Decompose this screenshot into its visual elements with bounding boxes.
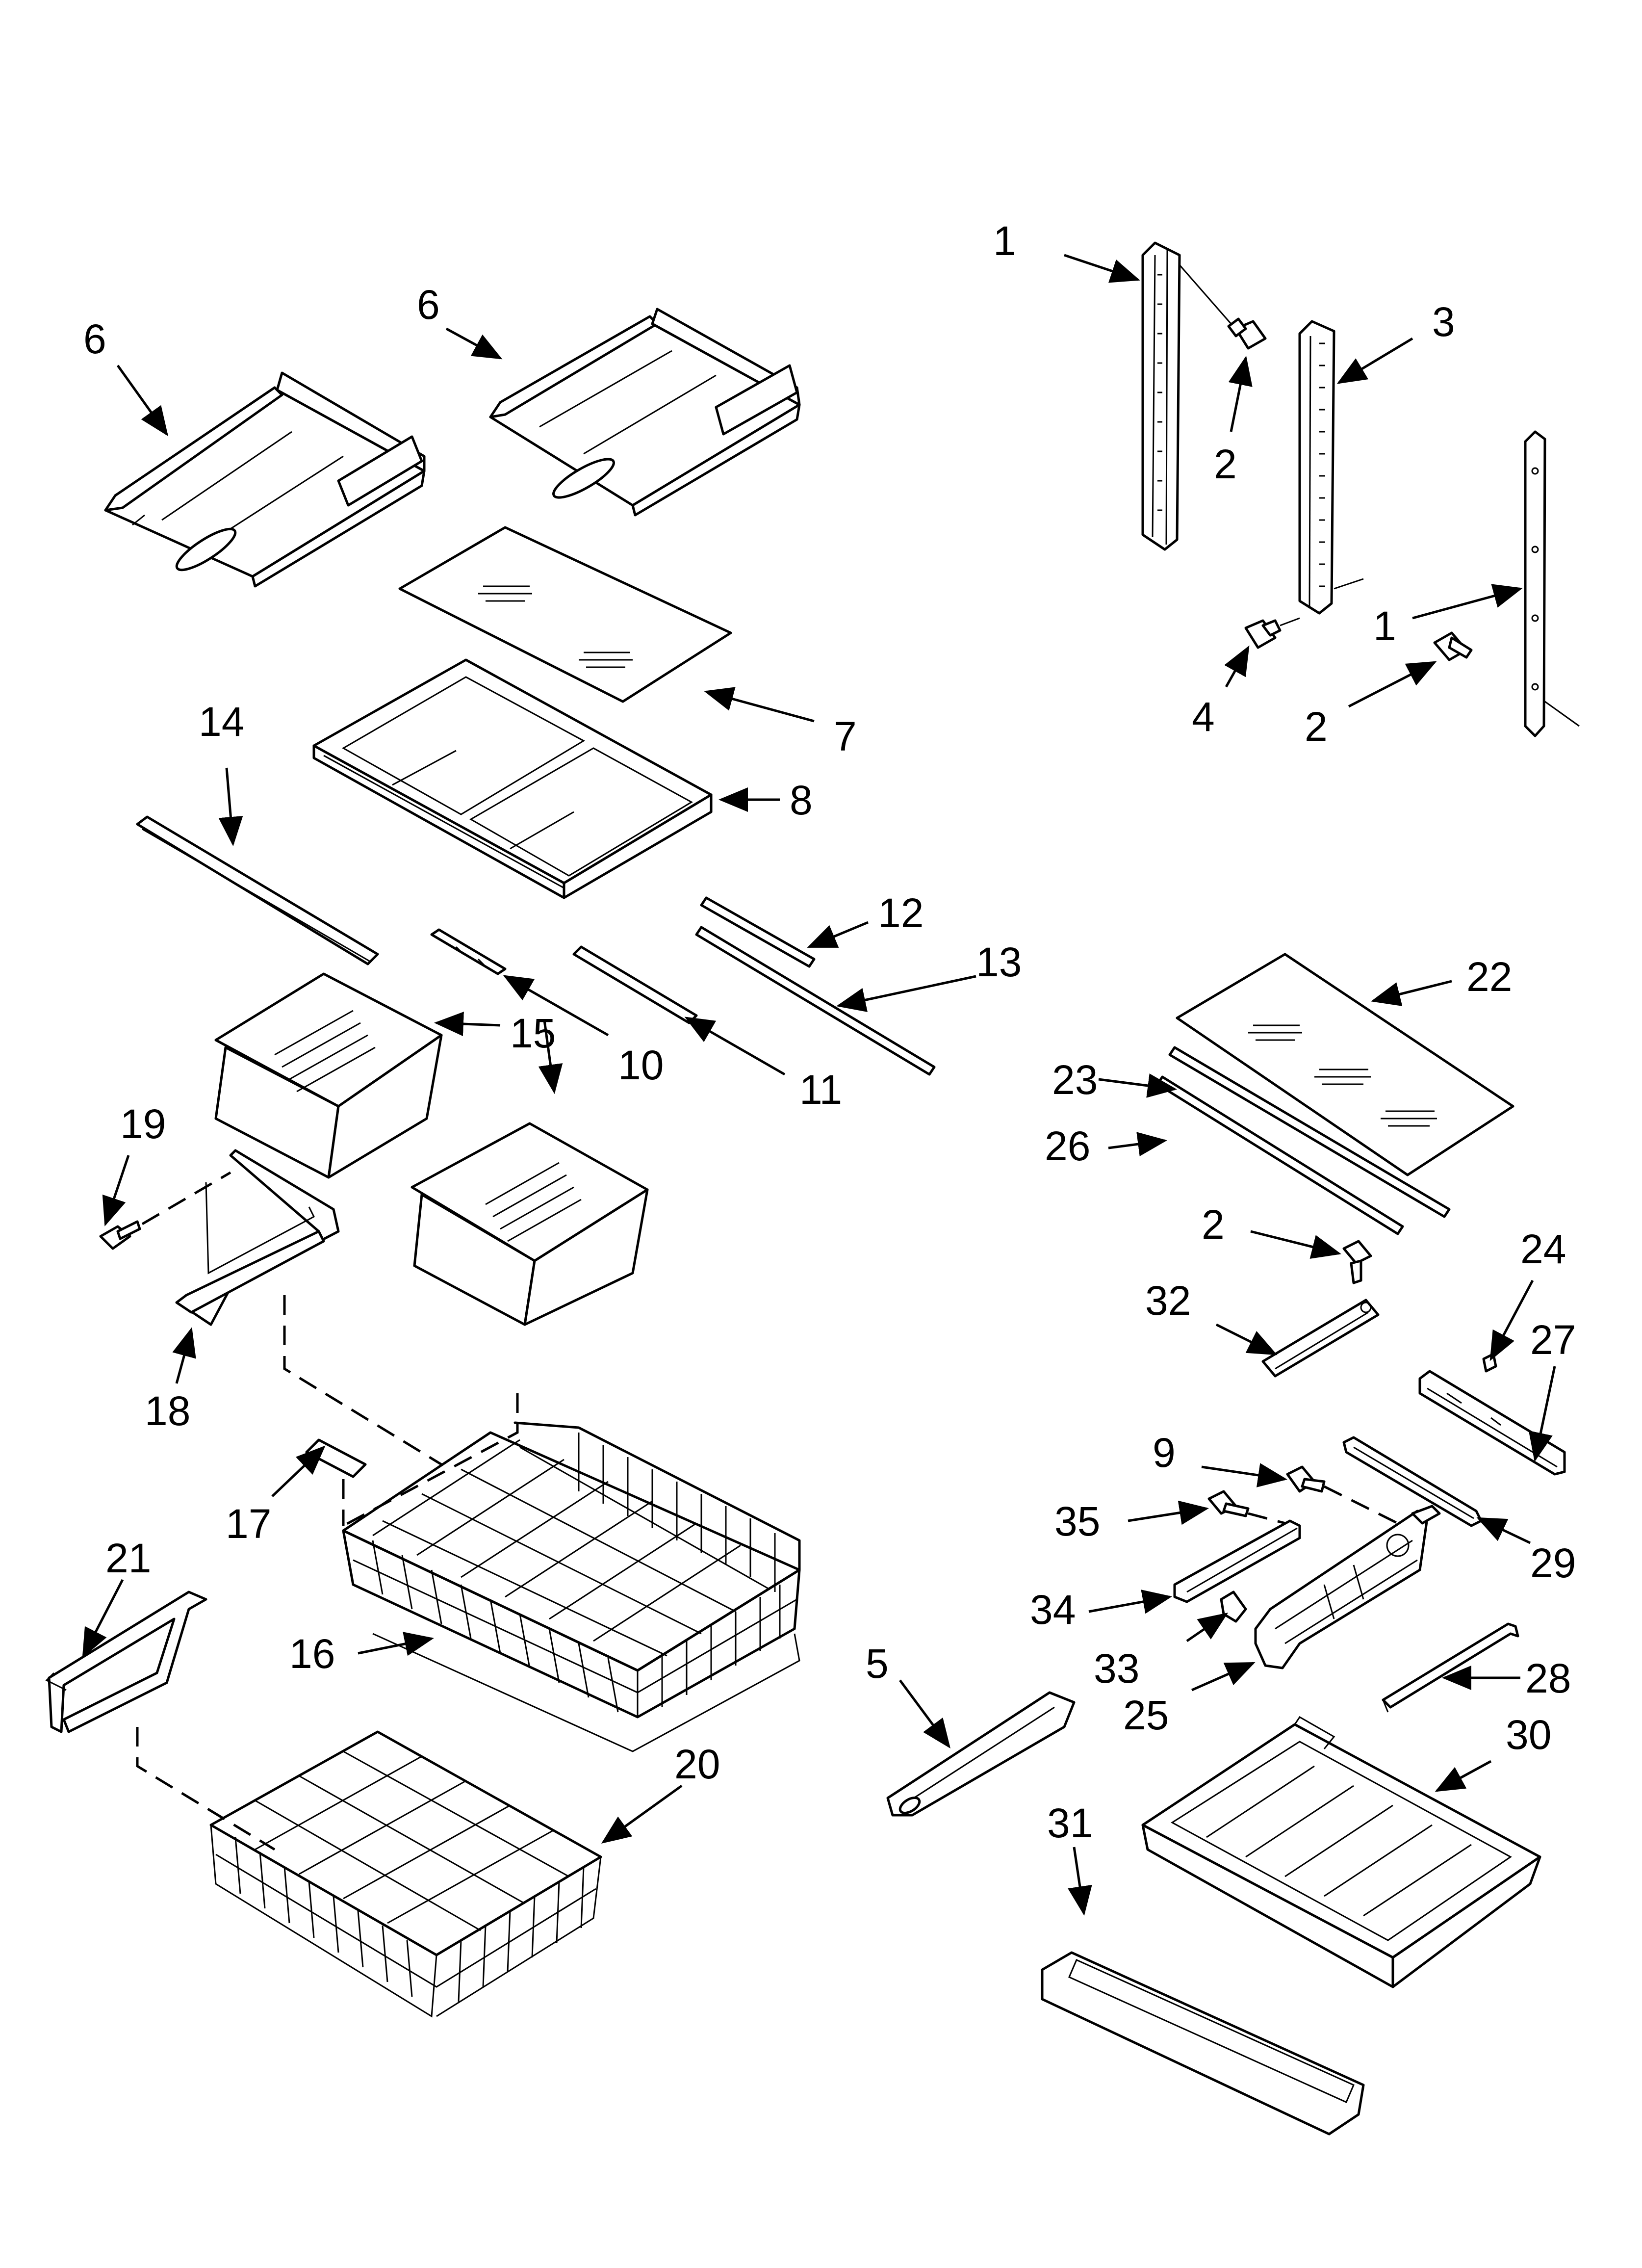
rail-34 bbox=[1173, 1519, 1301, 1603]
callout-27: 27 bbox=[1530, 1317, 1576, 1363]
glass-shelf-lower bbox=[1176, 953, 1514, 1176]
callout-17: 17 bbox=[226, 1501, 271, 1547]
callout-1: 1 bbox=[993, 218, 1016, 264]
callout-11: 11 bbox=[799, 1067, 842, 1113]
callout-32: 32 bbox=[1145, 1277, 1191, 1324]
callout-labels: 1 2 3 1 4 2 6 6 7 8 14 12 13 15 10 11 19… bbox=[83, 218, 1576, 1846]
leader-lines bbox=[82, 254, 1556, 1916]
shelf-frame-right bbox=[489, 308, 801, 517]
drawer-face-31 bbox=[1041, 1951, 1365, 2136]
assembly-line-18 bbox=[283, 1295, 442, 1466]
callout-2: 2 bbox=[1202, 1201, 1225, 1248]
clip-24 bbox=[1482, 1353, 1497, 1373]
rod-17 bbox=[305, 1438, 367, 1478]
rod-11 bbox=[572, 945, 698, 1024]
clip-33 bbox=[1220, 1590, 1247, 1623]
rail-1-right bbox=[1524, 430, 1546, 737]
callout-2: 2 bbox=[1305, 704, 1328, 750]
rail-3 bbox=[1298, 320, 1335, 615]
rail-13 bbox=[695, 926, 936, 1076]
shelf-frame-left bbox=[104, 371, 426, 588]
assembly-line-21 bbox=[136, 1727, 276, 1851]
callout-23: 23 bbox=[1052, 1057, 1098, 1103]
assembly-line-17b bbox=[342, 1393, 519, 1527]
glass-shelf-upper bbox=[398, 526, 732, 703]
screw-35 bbox=[1207, 1490, 1250, 1517]
callout-29: 29 bbox=[1530, 1540, 1576, 1586]
callout-24: 24 bbox=[1520, 1226, 1566, 1272]
rail-1-left-line bbox=[1179, 264, 1232, 324]
callout-16: 16 bbox=[289, 1631, 335, 1677]
callout-22: 22 bbox=[1466, 954, 1512, 1000]
callout-25: 25 bbox=[1123, 1692, 1169, 1738]
screw-19 bbox=[99, 1220, 141, 1250]
trim-23 bbox=[1168, 1046, 1451, 1218]
screw-2-right bbox=[1433, 631, 1473, 661]
wire-basket-upper bbox=[342, 1421, 801, 1752]
rail-12 bbox=[700, 896, 816, 968]
screw-4 bbox=[1244, 619, 1282, 649]
callout-1: 1 bbox=[1373, 603, 1396, 649]
trim-strip-14 bbox=[136, 815, 379, 965]
callout-8: 8 bbox=[790, 777, 813, 823]
divider-10 bbox=[430, 928, 507, 975]
screw-2-lower bbox=[1342, 1240, 1372, 1284]
wire-basket-lower bbox=[209, 1730, 602, 2018]
callout-30: 30 bbox=[1506, 1712, 1551, 1758]
callout-19: 19 bbox=[120, 1101, 166, 1147]
callout-34: 34 bbox=[1030, 1587, 1076, 1633]
callout-13: 13 bbox=[976, 939, 1022, 985]
crisper-drawer-lower bbox=[410, 1122, 649, 1326]
bracket-32 bbox=[1261, 1299, 1380, 1378]
callout-6: 6 bbox=[83, 316, 106, 362]
wire-28 bbox=[1382, 1622, 1519, 1713]
crisper-drawer-upper bbox=[214, 972, 443, 1179]
callout-18: 18 bbox=[145, 1388, 190, 1434]
screw-4-line bbox=[1280, 617, 1300, 626]
callout-12: 12 bbox=[878, 890, 924, 936]
crisper-cover-frame bbox=[312, 658, 713, 899]
callout-3: 3 bbox=[1432, 299, 1455, 345]
assembly-line-19 bbox=[141, 1171, 231, 1225]
screw-2-top bbox=[1227, 317, 1267, 350]
assembly-line-9 bbox=[1323, 1485, 1404, 1527]
callout-15: 15 bbox=[510, 1010, 556, 1056]
rail-1-left bbox=[1141, 241, 1181, 551]
pan-drawer-30 bbox=[1141, 1716, 1541, 1988]
rail-1-line bbox=[1544, 701, 1580, 727]
callout-4: 4 bbox=[1192, 694, 1215, 740]
basket-arm-18 bbox=[175, 1149, 340, 1326]
callout-31: 31 bbox=[1047, 1800, 1093, 1846]
callout-5: 5 bbox=[866, 1641, 889, 1687]
callout-35: 35 bbox=[1054, 1498, 1100, 1544]
callout-6: 6 bbox=[417, 282, 440, 328]
callout-21: 21 bbox=[105, 1535, 151, 1581]
callout-14: 14 bbox=[199, 699, 244, 745]
handle-5 bbox=[886, 1691, 1076, 1817]
basket-arm-21 bbox=[45, 1590, 207, 1733]
callout-33: 33 bbox=[1094, 1645, 1139, 1692]
callout-9: 9 bbox=[1153, 1430, 1176, 1476]
callout-10: 10 bbox=[618, 1042, 664, 1088]
callout-28: 28 bbox=[1525, 1655, 1571, 1701]
rail-3-line bbox=[1334, 578, 1364, 590]
callout-26: 26 bbox=[1045, 1123, 1090, 1169]
callout-2: 2 bbox=[1214, 441, 1237, 487]
slide-assembly-25 bbox=[1254, 1505, 1441, 1669]
screw-9 bbox=[1286, 1465, 1326, 1493]
callout-20: 20 bbox=[674, 1741, 720, 1787]
callout-7: 7 bbox=[834, 713, 857, 759]
